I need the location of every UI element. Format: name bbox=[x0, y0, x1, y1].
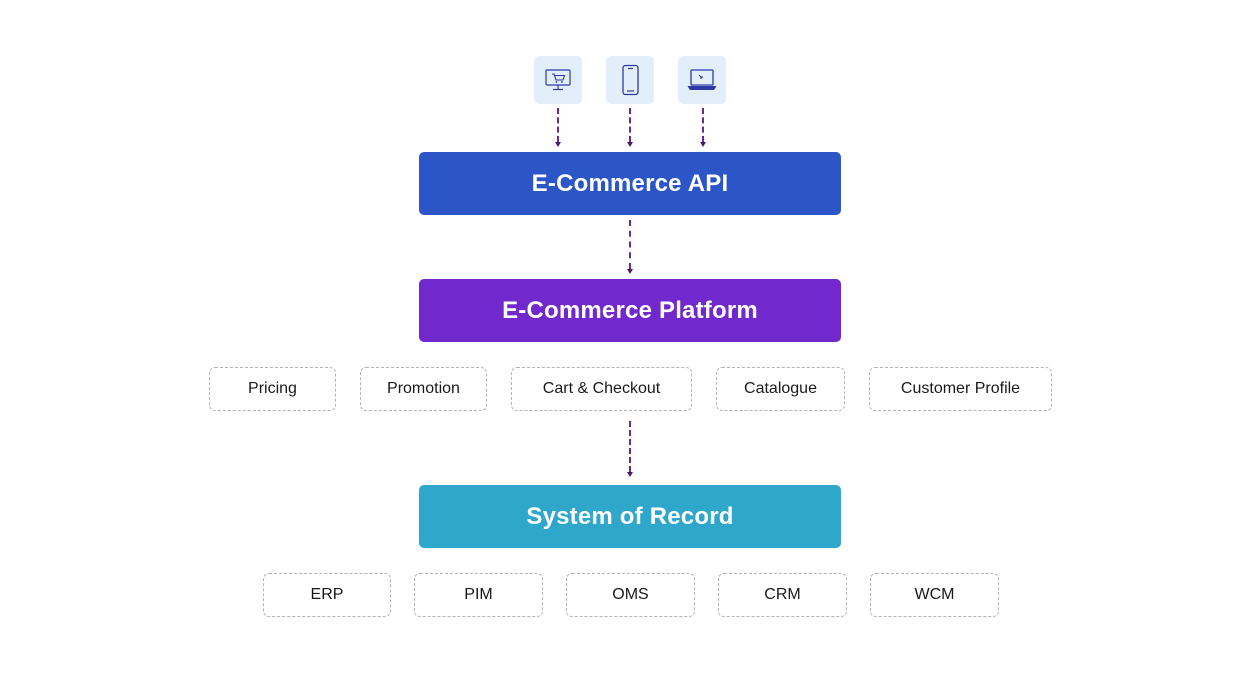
ecommerce-platform-box: E-Commerce Platform bbox=[419, 279, 841, 342]
connector-desktop-api bbox=[557, 108, 559, 142]
module-customer-profile: Customer Profile bbox=[869, 367, 1052, 411]
ecommerce-api-box: E-Commerce API bbox=[419, 152, 841, 215]
system-of-record-box: System of Record bbox=[419, 485, 841, 548]
mobile-phone-icon bbox=[622, 64, 639, 96]
system-oms-label: OMS bbox=[612, 586, 649, 603]
ecommerce-platform-label: E-Commerce Platform bbox=[502, 296, 758, 324]
module-pricing: Pricing bbox=[209, 367, 336, 411]
module-pricing-label: Pricing bbox=[248, 380, 297, 397]
system-of-record-label: System of Record bbox=[526, 502, 734, 530]
connector-phone-api bbox=[629, 108, 631, 142]
system-crm-label: CRM bbox=[764, 586, 801, 603]
ecommerce-api-label: E-Commerce API bbox=[531, 169, 729, 197]
module-promotion: Promotion bbox=[360, 367, 487, 411]
module-catalogue-label: Catalogue bbox=[744, 380, 817, 397]
module-cart-checkout-label: Cart & Checkout bbox=[542, 380, 661, 397]
module-catalogue: Catalogue bbox=[716, 367, 845, 411]
connector-laptop-api bbox=[702, 108, 704, 142]
module-promotion-label: Promotion bbox=[387, 380, 460, 397]
module-customer-profile-label: Customer Profile bbox=[900, 380, 1021, 397]
system-erp: ERP bbox=[263, 573, 391, 617]
arrow-phone-api bbox=[627, 142, 633, 147]
laptop-tile bbox=[678, 56, 726, 104]
system-oms: OMS bbox=[566, 573, 695, 617]
module-cart-checkout: Cart & Checkout bbox=[511, 367, 692, 411]
desktop-cart-icon bbox=[545, 69, 571, 91]
arrow-api-platform bbox=[627, 269, 633, 274]
arrow-laptop-api bbox=[700, 142, 706, 147]
system-pim-label: PIM bbox=[464, 586, 493, 603]
connector-api-platform bbox=[629, 220, 631, 269]
laptop-icon bbox=[687, 69, 717, 90]
arrow-platform-record bbox=[627, 472, 633, 477]
system-wcm: WCM bbox=[870, 573, 999, 617]
system-crm: CRM bbox=[718, 573, 847, 617]
arrow-desktop-api bbox=[555, 142, 561, 147]
connector-platform-record bbox=[629, 421, 631, 472]
system-wcm-label: WCM bbox=[914, 586, 955, 603]
desktop-cart-tile bbox=[534, 56, 582, 104]
system-pim: PIM bbox=[414, 573, 543, 617]
system-erp-label: ERP bbox=[310, 586, 344, 603]
mobile-phone-tile bbox=[606, 56, 654, 104]
